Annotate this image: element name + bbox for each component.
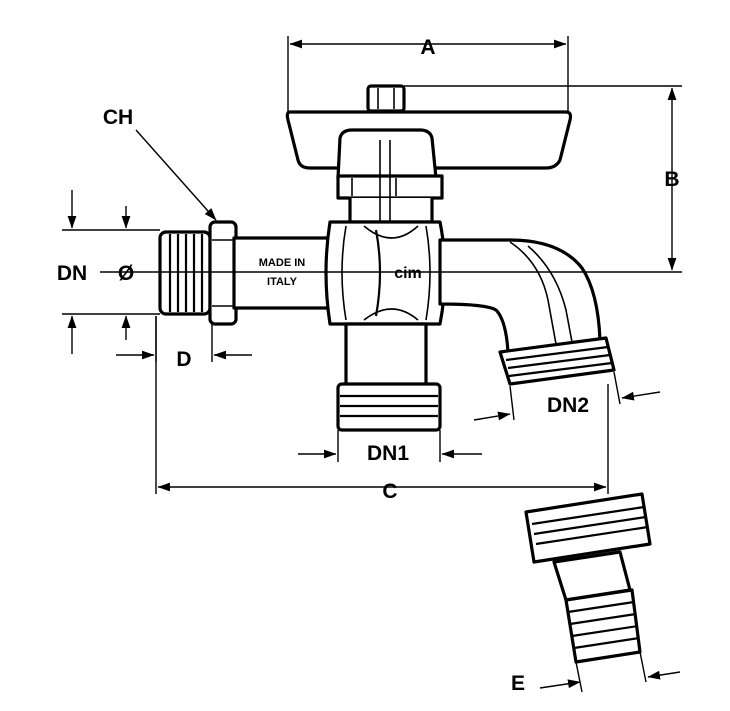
bottom-outlet bbox=[336, 322, 442, 432]
inlet-body bbox=[232, 236, 336, 310]
label-diameter: Ø bbox=[118, 262, 134, 285]
label-d: D bbox=[176, 348, 191, 371]
handle-hub bbox=[336, 128, 438, 180]
label-a: A bbox=[420, 36, 435, 59]
dimension-b bbox=[404, 85, 682, 271]
valve-stem bbox=[348, 140, 434, 224]
inlet-fitting bbox=[158, 220, 336, 326]
dimension-a bbox=[287, 36, 569, 112]
label-c: C bbox=[382, 480, 397, 503]
spout-outlet bbox=[438, 238, 616, 386]
label-b: B bbox=[664, 168, 679, 191]
dimension-dn2 bbox=[473, 371, 661, 421]
label-dn2: DN2 bbox=[547, 394, 589, 417]
ch-leader-line bbox=[135, 129, 217, 221]
bottom-neck bbox=[344, 322, 428, 388]
dimension-dn1 bbox=[298, 430, 482, 462]
dimension-dn bbox=[62, 190, 160, 354]
hex-nut-ch bbox=[208, 220, 238, 326]
marking-made-in: MADE IN bbox=[259, 257, 306, 269]
valve-handle bbox=[285, 84, 573, 200]
marking-italy: ITALY bbox=[267, 276, 298, 288]
spout-elbow bbox=[438, 238, 602, 354]
connector-nut bbox=[524, 492, 652, 564]
hose-connector bbox=[524, 492, 652, 664]
dimension-d bbox=[116, 316, 252, 362]
label-ch: CH bbox=[103, 106, 133, 129]
label-dn1: DN1 bbox=[367, 442, 409, 465]
label-e: E bbox=[511, 672, 525, 695]
dimension-e bbox=[539, 651, 681, 693]
label-dn: DN bbox=[57, 262, 87, 285]
valve-body bbox=[324, 220, 447, 326]
brand-logo: cim bbox=[394, 265, 422, 282]
connector-barb bbox=[564, 588, 642, 664]
handle-nut bbox=[366, 84, 406, 113]
